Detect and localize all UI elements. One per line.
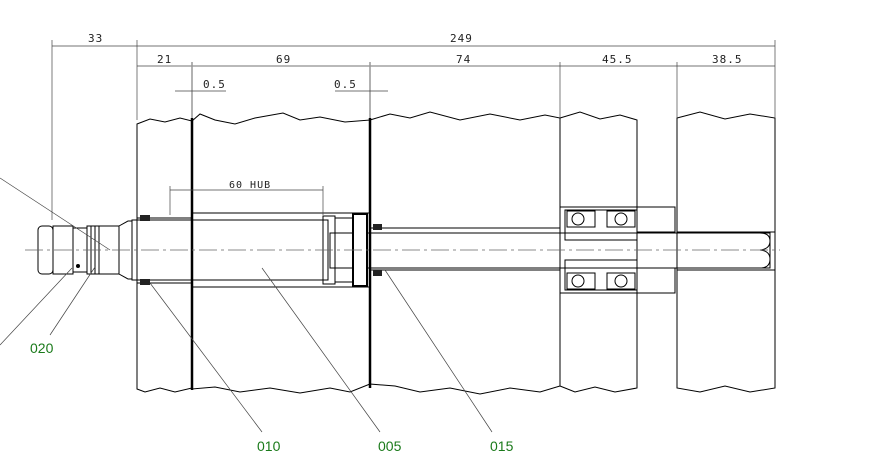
dim-21: 21	[157, 53, 172, 66]
dim-gap-right: 0.5	[334, 78, 357, 91]
dim-74: 74	[456, 53, 471, 66]
dim-249: 249	[450, 32, 473, 45]
dimension-labels: 33 249 21 69 74 45.5 38.5 0.5 0.5 60 HUB	[88, 32, 743, 191]
part-label-005: 005	[378, 438, 402, 454]
part-label-010: 010	[257, 438, 281, 454]
dim-69: 69	[276, 53, 291, 66]
dim-33: 33	[88, 32, 103, 45]
dim-45-5: 45.5	[602, 53, 633, 66]
dim-gap-left: 0.5	[203, 78, 226, 91]
bearing-assembly	[564, 206, 676, 294]
part-label-015: 015	[490, 438, 514, 454]
dim-hub: 60 HUB	[229, 180, 271, 191]
part-labels: 020 010 005 015	[30, 340, 514, 454]
part-label-020: 020	[30, 340, 54, 356]
dimension-lines	[0, 40, 776, 433]
dim-38-5: 38.5	[712, 53, 743, 66]
